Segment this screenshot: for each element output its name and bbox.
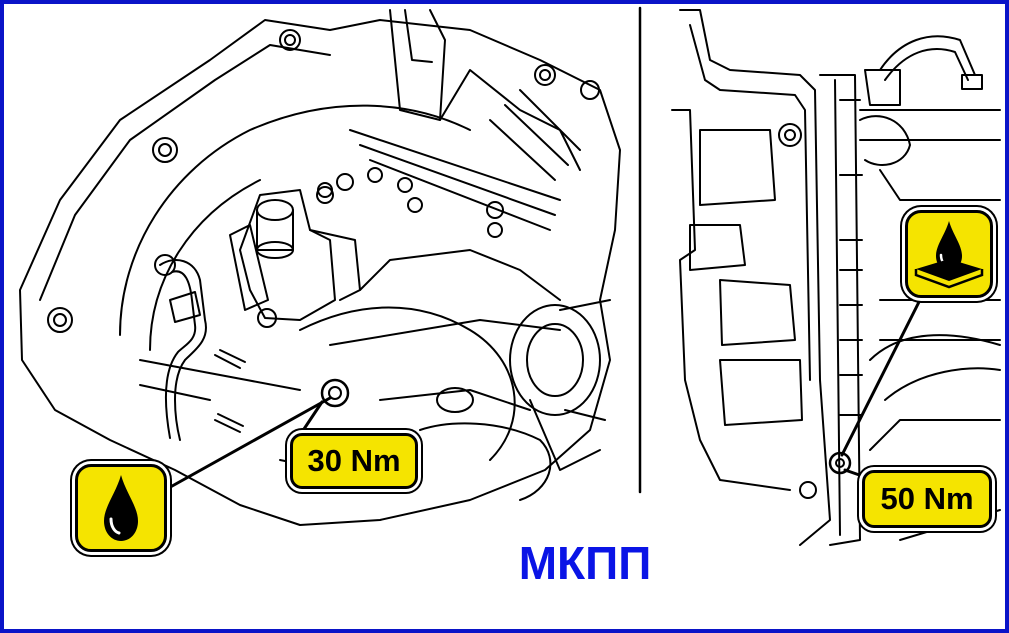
leader-oil-left (163, 396, 332, 492)
oil-drop-badge (75, 464, 167, 552)
leader-oil-right (840, 288, 927, 457)
leader-30nm (296, 400, 324, 440)
torque-label-right: 50 Nm (862, 470, 992, 528)
oil-drop-icon (104, 475, 138, 541)
oil-pan-badge (905, 210, 993, 298)
left-gearbox-view (19, 9, 621, 526)
torque-label-left: 30 Nm (290, 433, 418, 489)
oil-pan-icon (914, 221, 984, 289)
right-gearbox-view (671, 9, 1001, 546)
diagram-title: МКПП (518, 537, 652, 589)
